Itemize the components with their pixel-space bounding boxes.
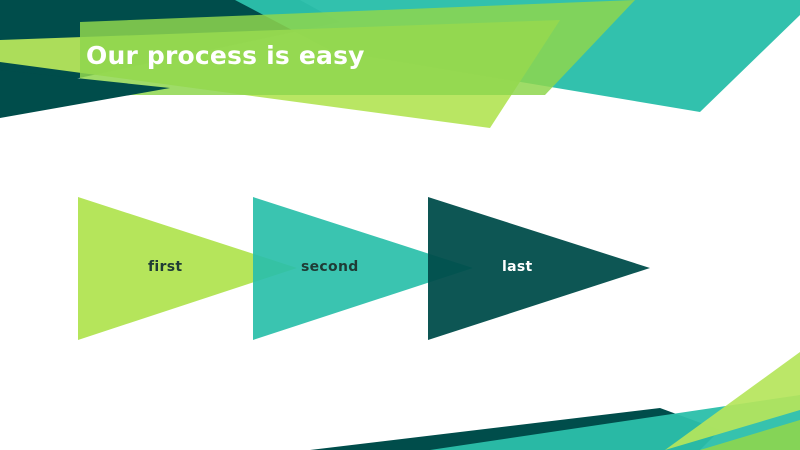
step-first-label: first (148, 259, 183, 275)
top-banner-shapes (0, 0, 800, 128)
step-second-shape (253, 197, 473, 340)
slide-title: Our process is easy (86, 41, 365, 70)
bottom-banner-shapes (310, 352, 800, 450)
top-green-wedge (80, 0, 635, 95)
step-second-label: second (301, 259, 359, 275)
step-first-shape (78, 197, 297, 340)
bottom-lime-wedge (665, 352, 800, 450)
step-last-shape (428, 197, 650, 340)
top-dark-lower-wedge (0, 70, 170, 118)
step-last-label: last (502, 259, 533, 275)
process-arrows (78, 197, 650, 340)
bottom-green-wedge (700, 420, 800, 450)
